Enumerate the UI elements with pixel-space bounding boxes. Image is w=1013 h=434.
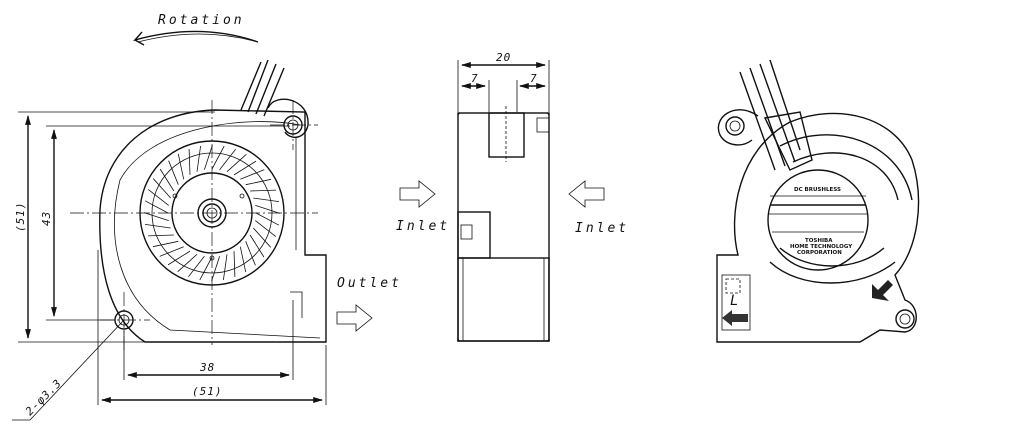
rear-label-line3: HOME TECHNOLOGY: [790, 244, 853, 250]
rear-label-line4: CORPORATION: [797, 250, 842, 256]
impeller-blade: [177, 254, 198, 272]
impeller-blade: [204, 144, 213, 170]
impeller-blade: [253, 227, 271, 248]
impeller-blade: [196, 145, 201, 172]
impeller-blade: [144, 200, 169, 214]
impeller-blade: [159, 168, 175, 192]
inlet-arrow-left: [399, 180, 436, 208]
dim-side-left: 7: [471, 72, 479, 85]
impeller-blade: [255, 212, 280, 226]
impeller-blade: [226, 154, 247, 172]
rear-flow-arrow: [872, 280, 893, 301]
rotation-arrow: [132, 30, 259, 46]
inlet-label-right: Inlet: [575, 221, 629, 236]
rear-hole-bottom: [895, 309, 915, 329]
impeller-blade: [249, 234, 265, 258]
impeller-blade: [223, 254, 228, 281]
impeller-blade: [255, 205, 281, 214]
impeller-blade: [168, 160, 179, 185]
wire-bundle: [240, 59, 285, 117]
impeller-blade: [233, 251, 236, 278]
dim-side-right: 7: [530, 72, 538, 85]
impeller-blade: [239, 246, 247, 273]
rear-label-line1: DC BRUSHLESS: [794, 187, 841, 193]
impeller-blade: [147, 189, 169, 206]
dim-hole-spec: 2-φ3.3: [23, 377, 65, 419]
impeller-blades: [143, 144, 281, 282]
impeller-blade: [240, 169, 265, 180]
rear-view: DC BRUSHLESS TOSHIBA HOME TECHNOLOGY COR…: [716, 59, 920, 343]
front-housing: [99, 109, 327, 343]
dim-height-outer: (51): [14, 202, 27, 233]
dim-height-inner: 43: [40, 211, 53, 226]
impeller-blade: [219, 148, 236, 170]
rear-marking: L: [730, 293, 738, 309]
impeller-blade: [245, 178, 272, 186]
dim-side-width: 20: [496, 51, 511, 64]
impeller-blade: [177, 153, 185, 180]
impeller-blade: [167, 250, 191, 266]
rotation-label: Rotation: [158, 13, 245, 28]
impeller-blade: [147, 234, 174, 237]
outlet-label: Outlet: [337, 276, 402, 291]
impeller-blade: [199, 256, 213, 281]
rear-housing: [716, 112, 920, 343]
impeller-blade: [211, 145, 225, 170]
impeller-blade: [153, 178, 171, 199]
rear-label-line2: TOSHIBA: [805, 238, 833, 244]
rear-label-disc: [767, 169, 869, 271]
impeller-blade: [245, 241, 256, 266]
impeller-blade: [188, 148, 191, 175]
outlet-arrow: [336, 304, 373, 332]
impeller-blade: [188, 256, 205, 278]
rear-wire-bundle: [739, 59, 801, 171]
impeller-blade: [143, 212, 169, 221]
front-view: Rotation: [12, 13, 402, 421]
impeller-blade: [211, 256, 220, 282]
inlet-arrow-right: [568, 180, 605, 208]
impeller-blade: [250, 189, 277, 192]
impeller-blade: [233, 160, 257, 176]
impeller-blade: [144, 224, 171, 229]
dim-width-outer: (51): [192, 385, 223, 398]
impeller-blade: [152, 240, 179, 248]
rear-hole-top: [725, 116, 745, 136]
inlet-label-left: Inlet: [396, 219, 450, 234]
rear-direction-arrow: [722, 310, 748, 326]
impeller-blade: [159, 246, 184, 257]
impeller-blade: [253, 197, 280, 202]
dim-width-holes: 38: [199, 361, 215, 374]
impeller-blade: [255, 220, 277, 237]
side-view: 20 7 7 Inlet Inlet: [396, 51, 629, 342]
